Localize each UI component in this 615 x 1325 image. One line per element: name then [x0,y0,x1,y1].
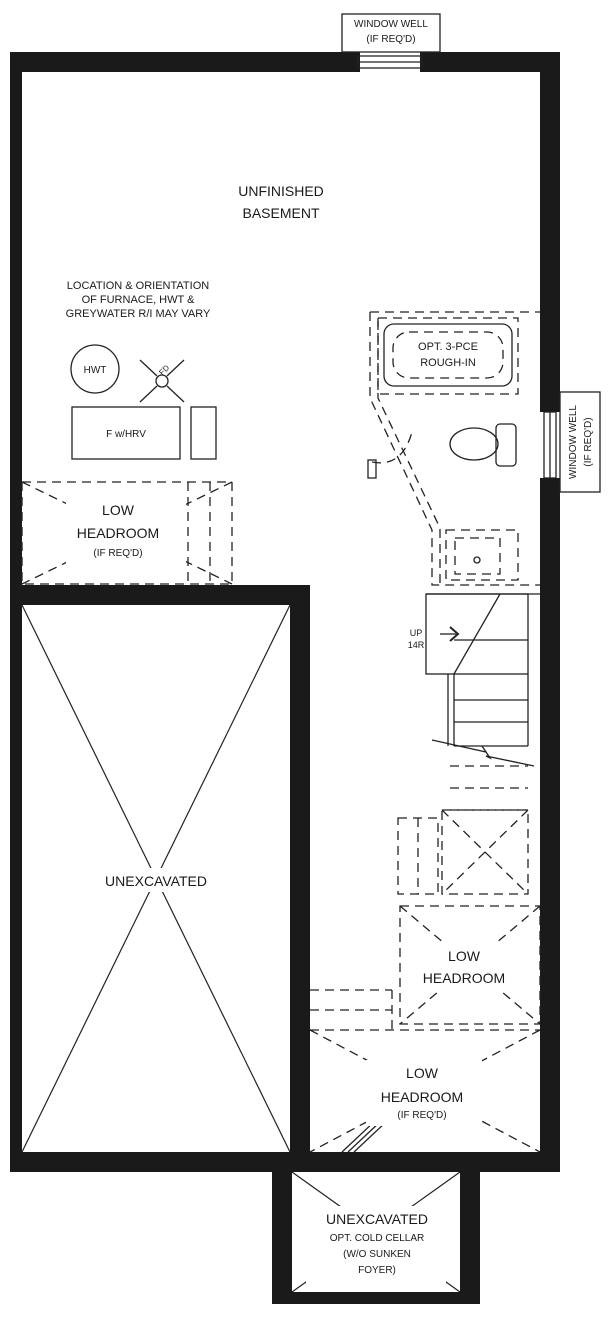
exterior-walls [10,52,560,1304]
foyer-steps [310,989,393,1030]
low-headroom-bottom-2: HEADROOM [381,1089,463,1105]
low-headroom-left-2: HEADROOM [77,525,159,541]
unexcavated-label: UNEXCAVATED [105,873,207,889]
stairs-label-2: 14R [408,640,425,650]
mechanical-note-2: OF FURNACE, HWT & [82,294,196,306]
stairs [397,593,540,895]
hot-water-tank [70,344,120,394]
bath-label-2: ROUGH-IN [420,357,476,369]
low-headroom-mid-1: LOW [448,948,481,964]
hwt-label: HWT [84,365,107,376]
window-well-right: WINDOW WELL (IF REQ'D) [543,391,601,493]
window-well-top-label-2: (IF REQ'D) [366,34,415,45]
basement-label-2: BASEMENT [242,205,319,221]
optional-bathroom [367,311,540,586]
low-headroom-left-1: LOW [102,502,135,518]
furnace-label: F w/HRV [106,429,146,440]
stairs-label-1: UP [410,628,423,638]
mechanical-note-1: LOCATION & ORIENTATION [67,280,209,292]
cold-cellar-label-1: UNEXCAVATED [326,1211,428,1227]
low-headroom-left-3: (IF REQ'D) [93,548,142,559]
floor-drain-icon [139,359,185,403]
window-well-right-label-1: WINDOW WELL [568,405,579,479]
low-headroom-bottom-1: LOW [406,1065,439,1081]
window-well-top: WINDOW WELL (IF REQ'D) [341,13,441,69]
cold-cellar-label-2: OPT. COLD CELLAR [330,1233,424,1244]
furnace [71,406,181,460]
low-headroom-bottom-3: (IF REQ'D) [397,1110,446,1121]
mechanical-note-3: GREYWATER R/I MAY VARY [66,308,211,320]
low-headroom-mid-2: HEADROOM [423,970,505,986]
cold-cellar-label-4: FOYER) [358,1265,396,1276]
low-headroom-left-area [21,481,233,585]
hrv-unit [190,406,217,460]
cold-cellar-label-3: (W/O SUNKEN [343,1249,411,1260]
window-well-top-label-1: WINDOW WELL [354,19,428,30]
window-well-right-label-2: (IF REQ'D) [583,417,594,466]
basement-label-1: UNFINISHED [238,183,324,199]
bath-label-1: OPT. 3-PCE [418,341,478,353]
